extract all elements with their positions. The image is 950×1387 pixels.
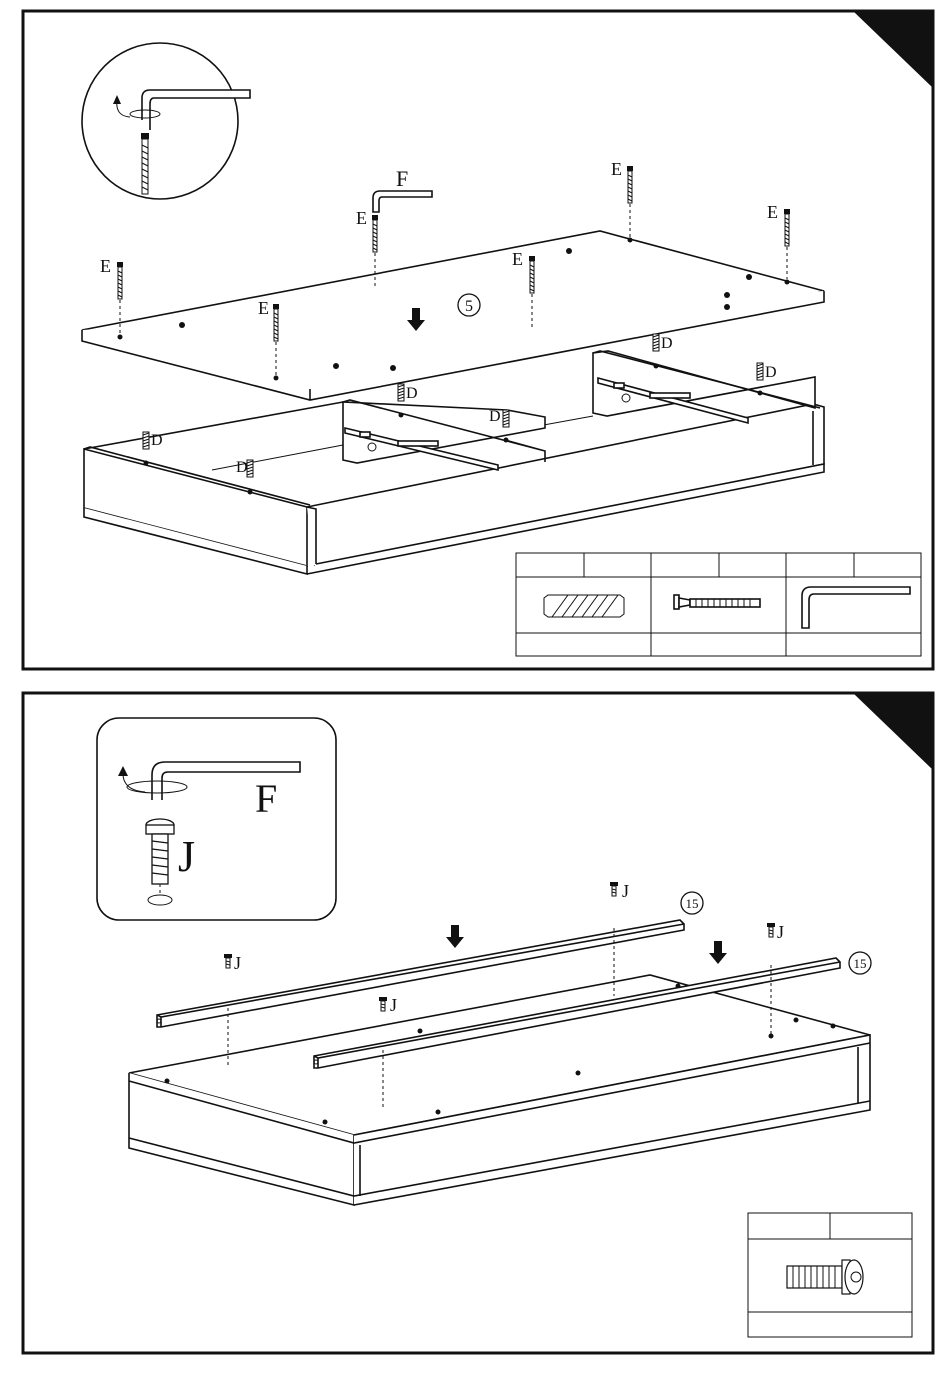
svg-text:D: D <box>406 385 418 402</box>
svg-text:5: 5 <box>465 298 473 315</box>
screw-detail-box: F J <box>97 718 336 920</box>
step-number-5: 5 <box>458 294 480 316</box>
dowel-d-2: D <box>236 459 253 477</box>
svg-text:D: D <box>151 432 163 449</box>
dowel-d-4: D <box>489 408 509 427</box>
parts-table-bottom <box>748 1213 912 1337</box>
svg-text:D: D <box>489 408 501 425</box>
svg-text:J: J <box>234 953 241 973</box>
svg-text:J: J <box>390 995 397 1015</box>
step-number-15: 15 <box>849 952 871 974</box>
svg-text:J: J <box>622 881 629 901</box>
svg-text:E: E <box>767 202 778 222</box>
svg-text:D: D <box>661 335 673 352</box>
svg-text:E: E <box>258 298 269 318</box>
svg-text:J: J <box>777 922 784 942</box>
svg-text:E: E <box>611 159 622 179</box>
dowel-d-3: D <box>398 384 418 402</box>
svg-text:F: F <box>396 166 408 191</box>
svg-text:E: E <box>100 256 111 276</box>
svg-text:E: E <box>512 249 523 269</box>
svg-text:E: E <box>356 208 367 228</box>
svg-text:15: 15 <box>686 896 699 911</box>
svg-text:D: D <box>236 459 248 476</box>
svg-text:D: D <box>765 364 777 381</box>
svg-text:J: J <box>178 832 195 881</box>
svg-text:15: 15 <box>854 956 867 971</box>
wood-dowel-icon <box>544 595 624 617</box>
dowel-d-6: D <box>757 363 777 381</box>
dowel-d-1: D <box>143 432 163 449</box>
step-number-15: 15 <box>681 892 703 914</box>
parts-table-top <box>516 553 921 656</box>
dowel-d-5: D <box>653 334 673 352</box>
svg-text:F: F <box>255 776 277 821</box>
